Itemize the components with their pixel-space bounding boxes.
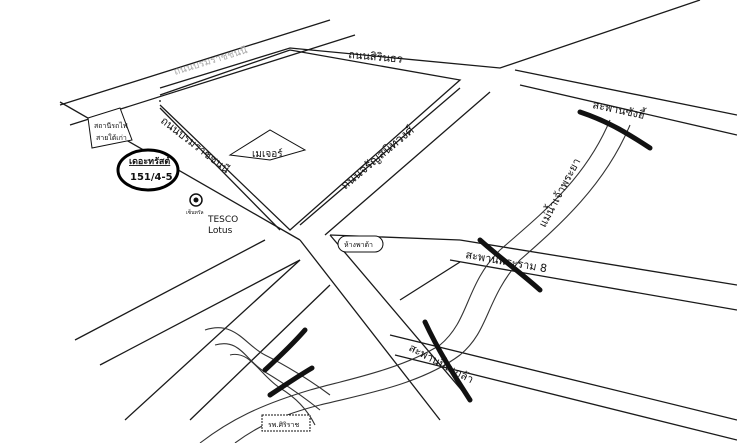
landmark-station-line1: สถานีรถไฟ (94, 121, 128, 130)
road-sirindhorn (159, 0, 701, 102)
landmark-station: สถานีรถไฟ สายใต้เก่า (87, 107, 133, 149)
destination-number: 151/4-5 (130, 172, 173, 183)
road-center-down (299, 234, 471, 421)
road-right-top (514, 69, 737, 136)
tesco-line1: TESCO (207, 215, 238, 225)
canals (204, 327, 331, 426)
bridge-krungthon-mark (577, 109, 653, 151)
landmark-siriraj: รพ.ศิริราช (261, 414, 311, 432)
block-upper (159, 49, 462, 231)
landmark-tesco: TESCO Lotus (207, 215, 238, 236)
road-upper-left (59, 19, 356, 126)
road-label-sirindhorn: ถนนสิรินธร (348, 48, 403, 66)
landmark-pata-label: ห้างพาต้า (344, 241, 373, 249)
bridge-label-pinklao: สะพานปิ่นเกล้า (407, 339, 477, 386)
river-label: แม่น้ำเจ้าพระยา (534, 155, 583, 229)
landmark-major-label: เมเจอร์ (252, 148, 283, 160)
landmark-station-line2: สายใต้เก่า (96, 133, 127, 142)
road-lower-left (74, 239, 301, 366)
landmark-major: เมเจอร์ (228, 129, 307, 161)
landmark-pata: ห้างพาต้า (337, 235, 384, 253)
destination-name: เดอะทรัสต์ (129, 155, 170, 167)
road-rama8 (449, 239, 737, 311)
bridge-pinklao-mark (422, 319, 473, 403)
bridge-canal-mark-2 (267, 365, 315, 398)
tesco-line2: Lotus (208, 226, 233, 236)
landmark-siriraj-label: รพ.ศิริราช (268, 421, 299, 429)
bridge-canal-mark (262, 327, 308, 373)
central-logo-icon: เซ็นทรัล (186, 193, 204, 216)
destination-marker: เดอะทรัสต์ 151/4-5 (116, 148, 180, 192)
road-label-charansanitwong: ถนนจรัญสนิทวงศ์ (338, 123, 417, 192)
bridge-rama8-mark (477, 237, 543, 293)
river-chaophraya (199, 119, 631, 443)
road-charansanitwong (299, 87, 491, 236)
logo-text: เซ็นทรัล (186, 208, 204, 216)
